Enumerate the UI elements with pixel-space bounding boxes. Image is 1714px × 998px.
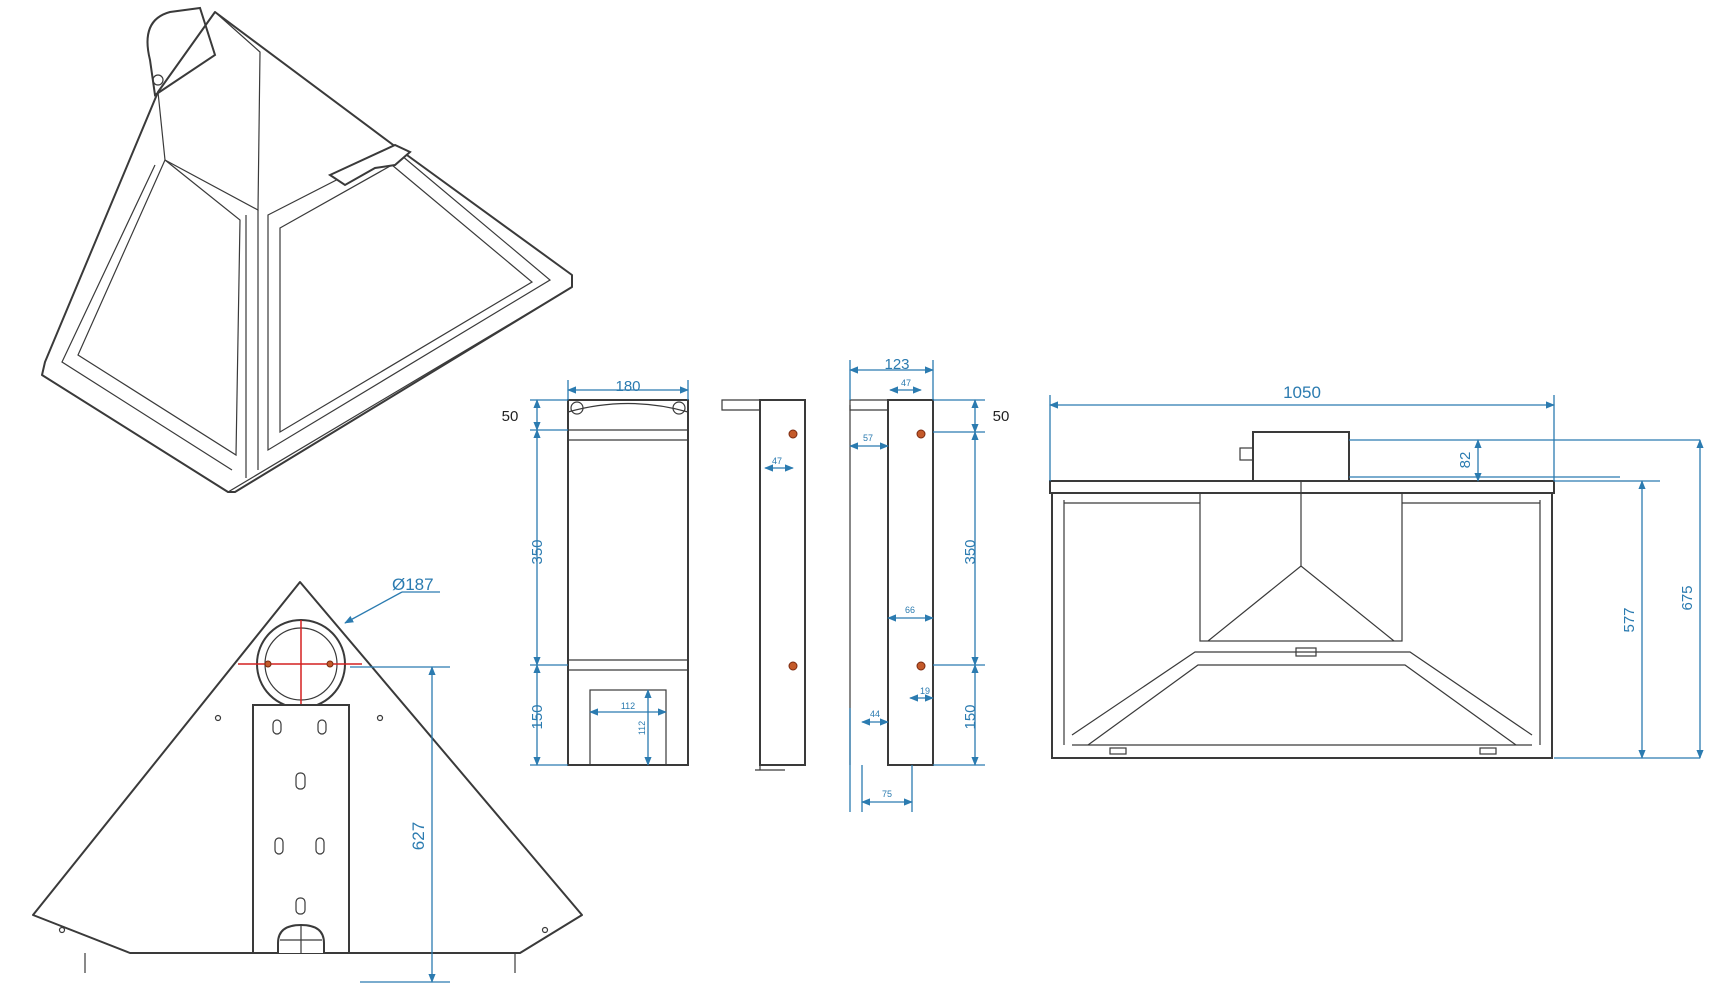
bracket-plate (567, 399, 689, 766)
bracket-top-hole-right (672, 401, 686, 415)
front-screw-4 (541, 926, 549, 934)
front-slot-5 (315, 837, 325, 855)
hood-top-lip (1049, 480, 1555, 494)
bracket-side-view-b: 123 47 57 50 350 150 66 19 44 75 (849, 356, 1010, 812)
side-b-flange (849, 399, 889, 411)
front-slot-1 (272, 719, 282, 735)
iso-right-glass (267, 149, 552, 452)
side-b-flange-label: 57 (863, 433, 873, 443)
bracket-cutout-w-label: 112 (621, 701, 635, 711)
front-diameter-label: Ø187 (392, 575, 434, 594)
hood-body-height-label: 577 (1621, 607, 1638, 632)
front-screw-1 (214, 714, 222, 722)
hood-body (1051, 492, 1553, 759)
front-hole-left (264, 660, 272, 668)
front-slot-6 (295, 897, 306, 915)
bracket-top-hole-left (570, 401, 584, 415)
hood-flue-collar (1252, 431, 1350, 483)
front-slot-4 (274, 837, 284, 855)
iso-left-frame (61, 164, 233, 471)
front-screw-3 (58, 926, 66, 934)
iso-right-glass-inner (279, 164, 534, 434)
side-a-offset-label: 47 (772, 456, 782, 466)
bracket-bottom-label: 150 (529, 704, 546, 729)
iso-left-glass (77, 159, 241, 457)
hood-handle (1295, 647, 1317, 657)
hood-total-height-label: 675 (1679, 585, 1696, 610)
side-b-plate (887, 399, 934, 766)
iso-flue-collar (146, 6, 217, 97)
side-a-hole-bottom (788, 661, 798, 671)
side-b-depth-label: 123 (884, 356, 909, 373)
hood-collar-label: 82 (1457, 452, 1474, 469)
front-slot-2 (317, 719, 327, 735)
front-hole-right (326, 660, 334, 668)
side-b-bottom-label: 150 (962, 704, 979, 729)
side-b-hole-offset-label: 19 (920, 686, 930, 696)
side-a-plate (759, 399, 806, 766)
side-b-top-offset-label: 47 (901, 378, 911, 388)
front-diameter-leader (344, 591, 403, 624)
bracket-top-arc (567, 402, 689, 413)
side-a-hole-top (788, 429, 798, 439)
hood-width-label: 1050 (1283, 383, 1321, 402)
iso-outer-frame (41, 11, 573, 493)
bracket-middle-label: 350 (529, 539, 546, 564)
front-view: Ø187 627 (32, 575, 583, 983)
hood-collar-nut (1239, 447, 1254, 461)
bracket-width-label: 180 (615, 378, 640, 395)
iso-bottom-rim (41, 286, 573, 493)
hood-front-view: 1050 82 577 675 (1049, 383, 1704, 759)
iso-door-handle (327, 143, 412, 187)
front-slot-3 (295, 772, 306, 790)
side-a-flange (721, 399, 761, 411)
bracket-cutout (589, 689, 667, 766)
bracket-front-view: 180 50 350 150 112 112 (502, 378, 689, 766)
side-b-hole-top (916, 429, 926, 439)
side-b-hole-bottom (916, 661, 926, 671)
hood-glass-top (1071, 651, 1533, 736)
side-b-inner-label: 66 (905, 605, 915, 615)
bracket-side-view-a: 47 (721, 399, 806, 771)
hood-foot-right (1479, 747, 1497, 755)
side-b-top-label: 50 (993, 408, 1010, 425)
front-mount-plate (252, 704, 350, 954)
side-b-base-label: 75 (882, 789, 892, 799)
front-screw-2 (376, 714, 384, 722)
hood-glass-inner (1087, 664, 1517, 746)
bracket-top-label: 50 (502, 408, 519, 425)
iso-collar-bolt (152, 74, 164, 86)
side-b-middle-label: 350 (962, 539, 979, 564)
isometric-view (41, 6, 573, 493)
hood-foot-left (1109, 747, 1127, 755)
front-height-label: 627 (409, 822, 428, 850)
side-b-foot-label: 44 (870, 709, 880, 719)
bracket-cutout-h-label: 112 (637, 721, 647, 735)
